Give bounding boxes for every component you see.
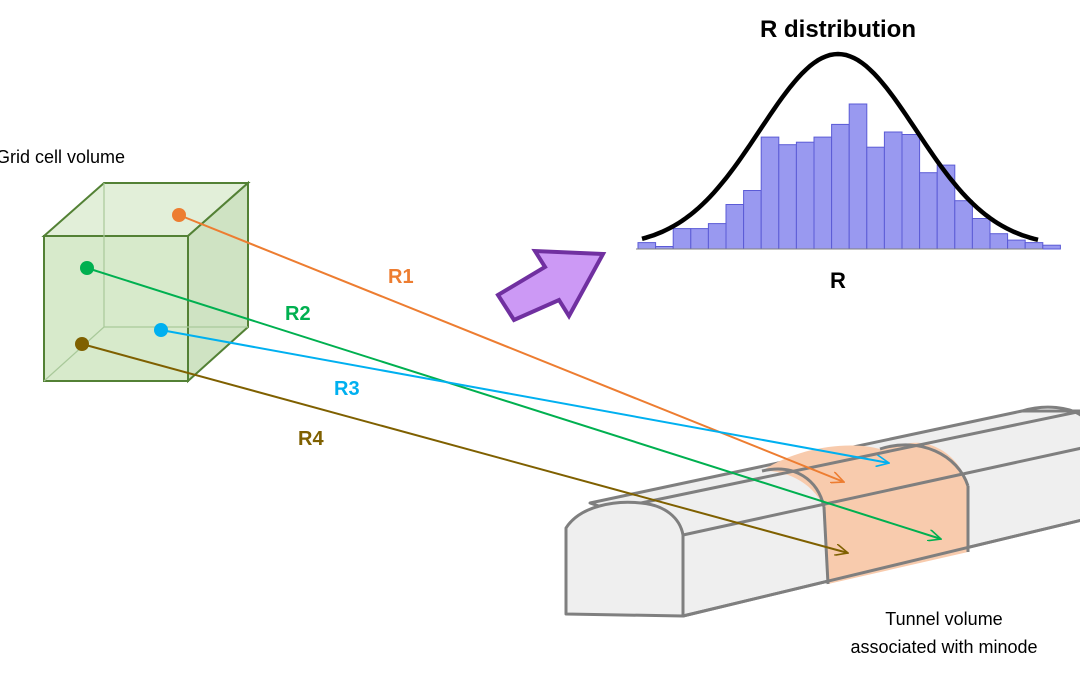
histogram-bar <box>831 123 850 250</box>
histogram-title: R distribution <box>760 16 916 43</box>
grid-cell-label: Grid cell volume <box>0 147 125 167</box>
histogram-bar <box>743 190 762 250</box>
ray-label: R3 <box>334 378 360 400</box>
ray-line <box>160 329 889 463</box>
histogram-bar <box>883 131 903 250</box>
ray-R1: R1 <box>172 208 844 482</box>
ray-line <box>81 343 848 553</box>
tunnel-edge <box>682 518 1080 618</box>
histogram-xlabel: R <box>830 268 846 293</box>
histogram-bar <box>760 136 780 250</box>
histogram-bar <box>778 144 797 250</box>
histogram-bar <box>866 146 885 250</box>
ray-label: R4 <box>298 428 324 450</box>
histogram-bar <box>690 228 709 250</box>
tunnel-arch <box>761 467 826 508</box>
histogram-bar <box>954 200 973 250</box>
big-arrow-icon <box>495 248 607 323</box>
tunnel-front-face <box>564 500 685 618</box>
histogram-bar <box>725 204 745 250</box>
histogram-bar <box>848 103 868 250</box>
histogram-bar <box>1042 244 1061 250</box>
histogram-bar <box>707 223 727 250</box>
histogram-bar <box>1007 239 1026 250</box>
ray-R4: R4 <box>75 337 848 553</box>
cube-front-face <box>43 235 189 382</box>
histogram-bar <box>795 141 815 250</box>
histogram-bar <box>813 136 833 250</box>
ray-start-point <box>154 323 168 337</box>
histogram-bar <box>901 134 921 250</box>
ray-label: R1 <box>388 266 414 288</box>
ray-start-point <box>172 208 186 222</box>
histogram-bar <box>672 228 692 250</box>
tunnel-label-line2: associated with minode <box>850 637 1037 657</box>
grid-cell-cube <box>41 180 251 384</box>
histogram-bars <box>637 103 1061 250</box>
tunnel-label-line1: Tunnel volume <box>885 609 1002 629</box>
ray-R3: R3 <box>154 323 889 463</box>
histogram-bar <box>919 172 938 250</box>
ray-line <box>178 214 844 482</box>
histogram-bar <box>637 242 657 250</box>
ray-label: R2 <box>285 303 311 325</box>
tunnel-arch <box>879 443 970 487</box>
histogram-fit-curve <box>641 51 1039 242</box>
histogram-bar <box>1024 242 1044 250</box>
ray-start-point <box>75 337 89 351</box>
tunnel-edge <box>682 446 1080 537</box>
tunnel <box>564 405 1080 618</box>
histogram-bar <box>971 218 991 250</box>
ray-start-point <box>80 261 94 275</box>
cube-hidden-edge <box>43 326 105 382</box>
ray-R2: R2 <box>80 261 941 539</box>
tunnel-arch-back <box>1021 405 1080 417</box>
histogram-bar <box>989 233 1009 250</box>
tunnel-minode-segment <box>762 442 968 584</box>
ray-line <box>86 267 941 539</box>
tunnel-segment-line <box>822 506 830 585</box>
